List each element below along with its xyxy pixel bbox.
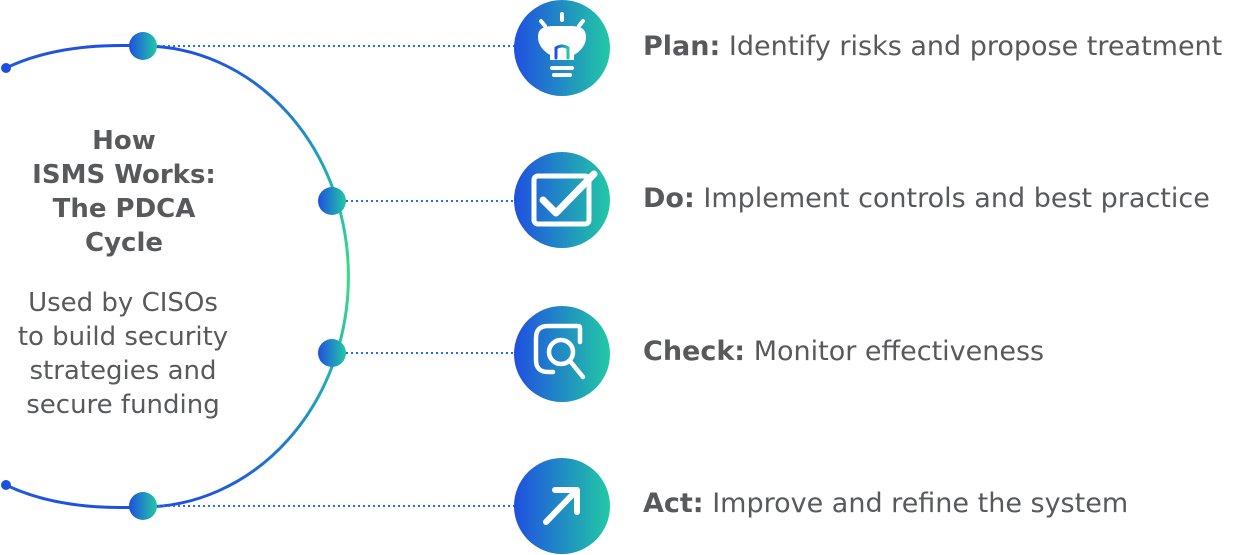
arrow-up-right-icon (543, 487, 580, 525)
checkbox-icon (531, 170, 598, 227)
step-act: Act: Improve and refine the system (643, 487, 1128, 521)
node-dot (129, 492, 157, 520)
cycle-arc (5, 44, 350, 509)
center-title-line: The PDCA (52, 194, 196, 224)
step-do: Do: Implement controls and best practice (643, 182, 1210, 216)
step-text: Improve and refine the system (712, 488, 1129, 519)
step-label: Act: (643, 488, 704, 519)
center-title: How ISMS Works: The PDCA Cycle (8, 124, 240, 260)
step-text: Monitor effectiveness (753, 336, 1045, 367)
center-subtitle-line: Used by CISOs (28, 288, 218, 318)
do-icon-circle (514, 152, 610, 248)
center-title-line: ISMS Works: (32, 160, 216, 190)
node-dot (318, 187, 346, 215)
center-subtitle-line: secure funding (26, 390, 220, 420)
step-check: Check: Monitor effectiveness (643, 335, 1044, 369)
node-dot (318, 339, 346, 367)
node-dot (129, 32, 157, 60)
center-subtitle-line: strategies and (29, 356, 217, 386)
step-label: Plan: (643, 31, 721, 62)
center-subtitle-line: to build security (17, 322, 229, 352)
magnifier-icon (533, 323, 586, 380)
check-icon-circle (514, 306, 610, 402)
arc-end-dot (1, 480, 11, 490)
center-title-line: Cycle (85, 228, 163, 258)
center-title-line: How (92, 126, 156, 156)
arc-end-dot (1, 63, 11, 73)
lightbulb-icon (538, 12, 586, 77)
step-plan: Plan: Identify risks and propose treatme… (643, 30, 1222, 64)
center-subtitle: Used by CISOs to build security strategi… (2, 286, 244, 422)
step-label: Do: (643, 183, 695, 214)
step-text: Identify risks and propose treatment (728, 31, 1223, 62)
step-label: Check: (643, 336, 746, 367)
step-text: Implement controls and best practice (703, 183, 1210, 214)
